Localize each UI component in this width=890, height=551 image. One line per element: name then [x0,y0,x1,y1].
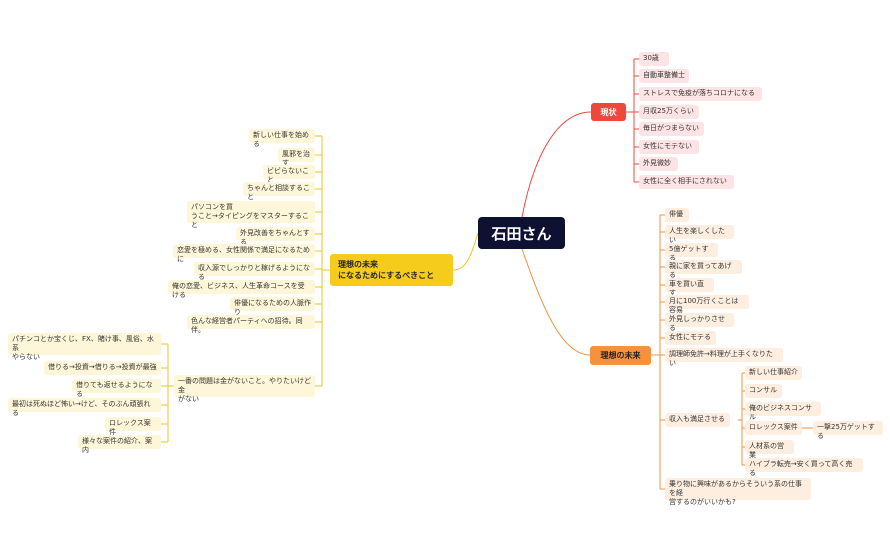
root-node[interactable]: 石田さん [478,217,565,249]
future-item[interactable]: 車を買い直す [665,278,714,297]
income-sub-item[interactable]: ロレックス案件 [745,421,802,435]
future-item[interactable]: 俳優 [665,208,689,222]
branch-current-status[interactable]: 現状 [591,103,626,121]
current-item[interactable]: 自動車整備士 [639,69,689,83]
todo-item[interactable]: 色んな経営者パーティへの招待。同伴。 [187,315,315,334]
money-sub-item[interactable]: パチンコとか宝くじ、FX、賭け事、風俗、水系 やらない [8,333,161,361]
todo-item[interactable]: 一番の問題は金がないこと。やりたいけど金 がない [174,375,315,403]
future-item[interactable]: 調理師免許→料理が上手くなりたい [665,348,783,367]
current-item[interactable]: 外見微妙 [639,157,678,171]
income-sub-item[interactable]: 人材系の営業 [745,440,794,459]
todo-item[interactable]: 新しい仕事を始める [249,129,315,148]
current-item[interactable]: 30歳 [639,52,669,66]
money-sub-item[interactable]: 最初は死ぬほど怖い→けど、そのぶん頑張れる [8,398,161,417]
future-item[interactable]: 女性にモテる [665,331,716,345]
current-item[interactable]: 毎日がつまらない [639,122,704,136]
todo-item[interactable]: ちゃんと相談すること [243,182,315,201]
todo-item[interactable]: 外見改善をちゃんとする [236,227,315,246]
future-item[interactable]: 親に家を買ってあげる [665,260,742,279]
current-item[interactable]: 女性にモテない [639,140,699,154]
future-item[interactable]: 5億ゲットする [665,243,718,262]
money-sub-item[interactable]: 様々な案件の紹介、案内 [78,435,161,454]
money-sub-item[interactable]: 借りる→投資→借りる→投資が最強 [44,361,161,375]
money-sub-item[interactable]: 借りても返せるようになる [72,379,161,398]
todo-item[interactable]: 俳優になるための人脈作り [230,297,315,316]
future-item[interactable]: 人生を楽しくしたい [665,225,734,244]
income-sub-item[interactable]: 新しい仕事紹介 [745,366,802,380]
money-sub-item[interactable]: ロレックス案件 [105,417,161,436]
todo-item[interactable]: 収入源でしっかりと稼げるようになる [194,262,315,281]
future-item[interactable]: 外見しっかりさせる [665,313,734,332]
branch-ideal-future[interactable]: 理想の未来 [590,346,651,365]
todo-item[interactable]: パソコンを買 うこと→タイピングをマスターすること [187,201,315,229]
branch-things-to-do[interactable]: 理想の未来 になるためにするべきこと [330,254,453,286]
current-item[interactable]: 女性に全く相手にされない [639,175,734,189]
todo-item[interactable]: ビビらないこと [263,165,315,184]
current-item[interactable]: ストレスで免疫が落ちコロナになる [639,87,762,101]
current-item[interactable]: 月収25万くらい [639,105,699,119]
todo-item[interactable]: 俺の恋愛、ビジネス、人生革命コースを受ける [168,280,315,299]
income-sub-item[interactable]: 俺のビジネスコンサル [745,402,821,421]
future-item[interactable]: 乗り物に興味があるからそういう系の仕事を経 営するのがいいかも? [665,478,811,506]
future-item[interactable]: 月に100万行くことは容易 [665,295,749,314]
todo-item[interactable]: 風邪を治す [278,148,315,167]
todo-item[interactable]: 恋愛を極める、女性関係で満足になるために [173,244,315,263]
future-item[interactable]: 収入も満足させる [665,413,730,427]
income-sub-item[interactable]: ハイブラ転売→安く買って高く売る [745,458,863,477]
income-sub-item[interactable]: コンサル [745,384,782,398]
rolex-sub-item[interactable]: 一撃25万ゲットする [813,421,883,440]
